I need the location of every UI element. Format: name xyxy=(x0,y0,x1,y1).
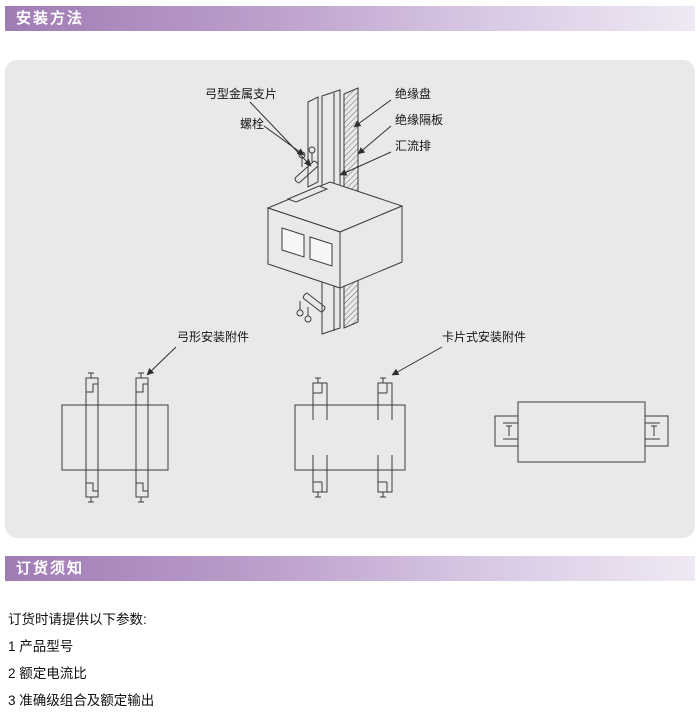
ordering-item: 3 准确级组合及额定输出 xyxy=(8,693,155,708)
label-busbar: 汇流排 xyxy=(395,139,431,153)
bow-clip-top-shape xyxy=(294,146,319,184)
section-header-ordering: 订货须知 xyxy=(5,556,695,581)
ordering-item: 2 额定电流比 xyxy=(8,666,87,681)
installation-section-title: 安装方法 xyxy=(16,10,85,27)
label-insulation-board: 绝缘隔板 xyxy=(395,112,443,127)
transformer-body-shape xyxy=(266,181,404,289)
ordering-section-title: 订货须知 xyxy=(16,560,85,577)
ordering-notes: 订货时请提供以下参数: 1 产品型号 2 额定电流比 3 准确级组合及额定输出 xyxy=(8,606,154,714)
label-bow-accessory: 弓形安装附件 xyxy=(177,329,249,344)
leader-lines xyxy=(146,99,443,376)
ordering-item: 1 产品型号 xyxy=(8,639,74,654)
label-card-accessory: 卡片式安装附件 xyxy=(442,329,526,344)
bow-clip-bottom-shape xyxy=(296,292,326,323)
main-assembly-drawing xyxy=(266,87,404,335)
installation-diagram-panel: 弓型金属支片 螺栓 绝缘盘 绝缘隔板 汇流排 弓形安装附件 卡片式安装附件 xyxy=(5,60,695,538)
card-accessory-drawing xyxy=(294,377,406,498)
side-clip-accessory-drawing xyxy=(494,401,669,463)
installation-diagram: 弓型金属支片 螺栓 绝缘盘 绝缘隔板 汇流排 弓形安装附件 卡片式安装附件 xyxy=(61,86,669,503)
label-bow-metal-clip: 弓型金属支片 xyxy=(205,86,277,101)
bow-accessory-drawing xyxy=(61,372,169,503)
label-insulation-disc: 绝缘盘 xyxy=(395,86,431,101)
label-bolt: 螺栓 xyxy=(240,116,264,131)
section-header-installation: 安装方法 xyxy=(5,6,695,31)
ordering-intro: 订货时请提供以下参数: xyxy=(8,612,147,627)
